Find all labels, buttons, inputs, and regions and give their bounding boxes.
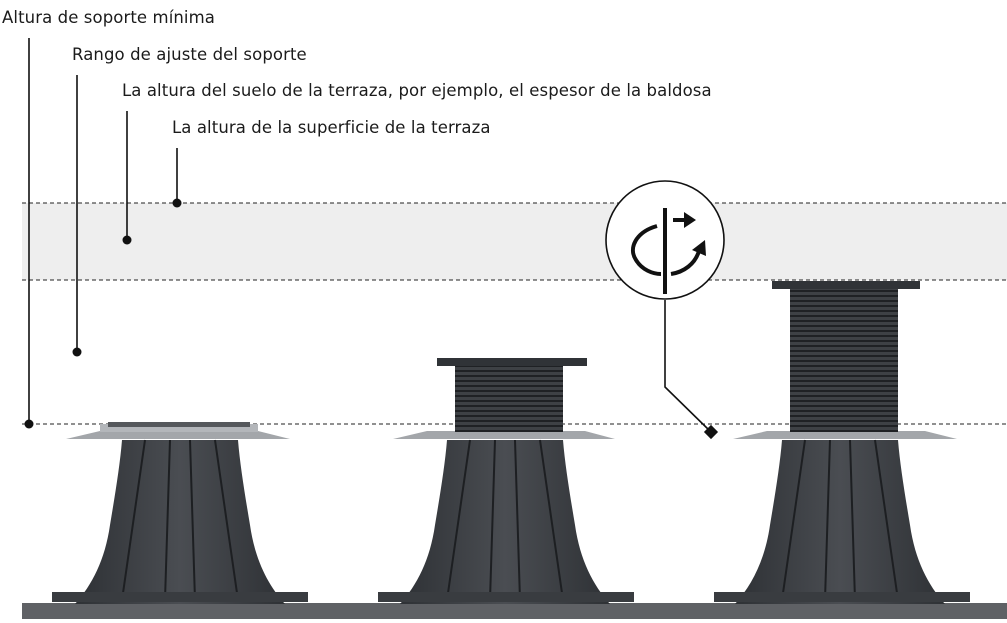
adjust-range-dot [72,347,82,357]
surface-height-label: La altura de la superficie de la terraza [172,118,491,137]
leader-lines [24,38,182,429]
pedestal-minimum [52,422,308,604]
pedestal-base [400,440,610,604]
pedestal-plate [733,431,957,439]
pedestal-plate [393,431,615,439]
tile-thickness-band [22,203,1007,280]
min-height-label: Altura de soporte mínima [2,8,216,27]
floor-height-label: La altura del suelo de la terraza, por e… [122,81,712,100]
adjust-range-label: Rango de ajuste del soporte [72,45,307,64]
pedestal-thread [790,288,898,432]
min-height-dot [24,419,34,429]
pedestal-max [714,281,970,604]
pedestal-thread [455,364,563,432]
pedestal-mid [378,358,634,604]
rotation-adjust-icon [605,180,725,440]
rotation-leader [664,300,712,433]
surface-height-dot [172,198,182,208]
pedestal-plate [66,431,290,439]
pedestal-base [75,440,285,604]
pedestal-base [735,440,945,604]
ground-bar [22,603,1007,619]
floor-height-dot [122,235,132,245]
